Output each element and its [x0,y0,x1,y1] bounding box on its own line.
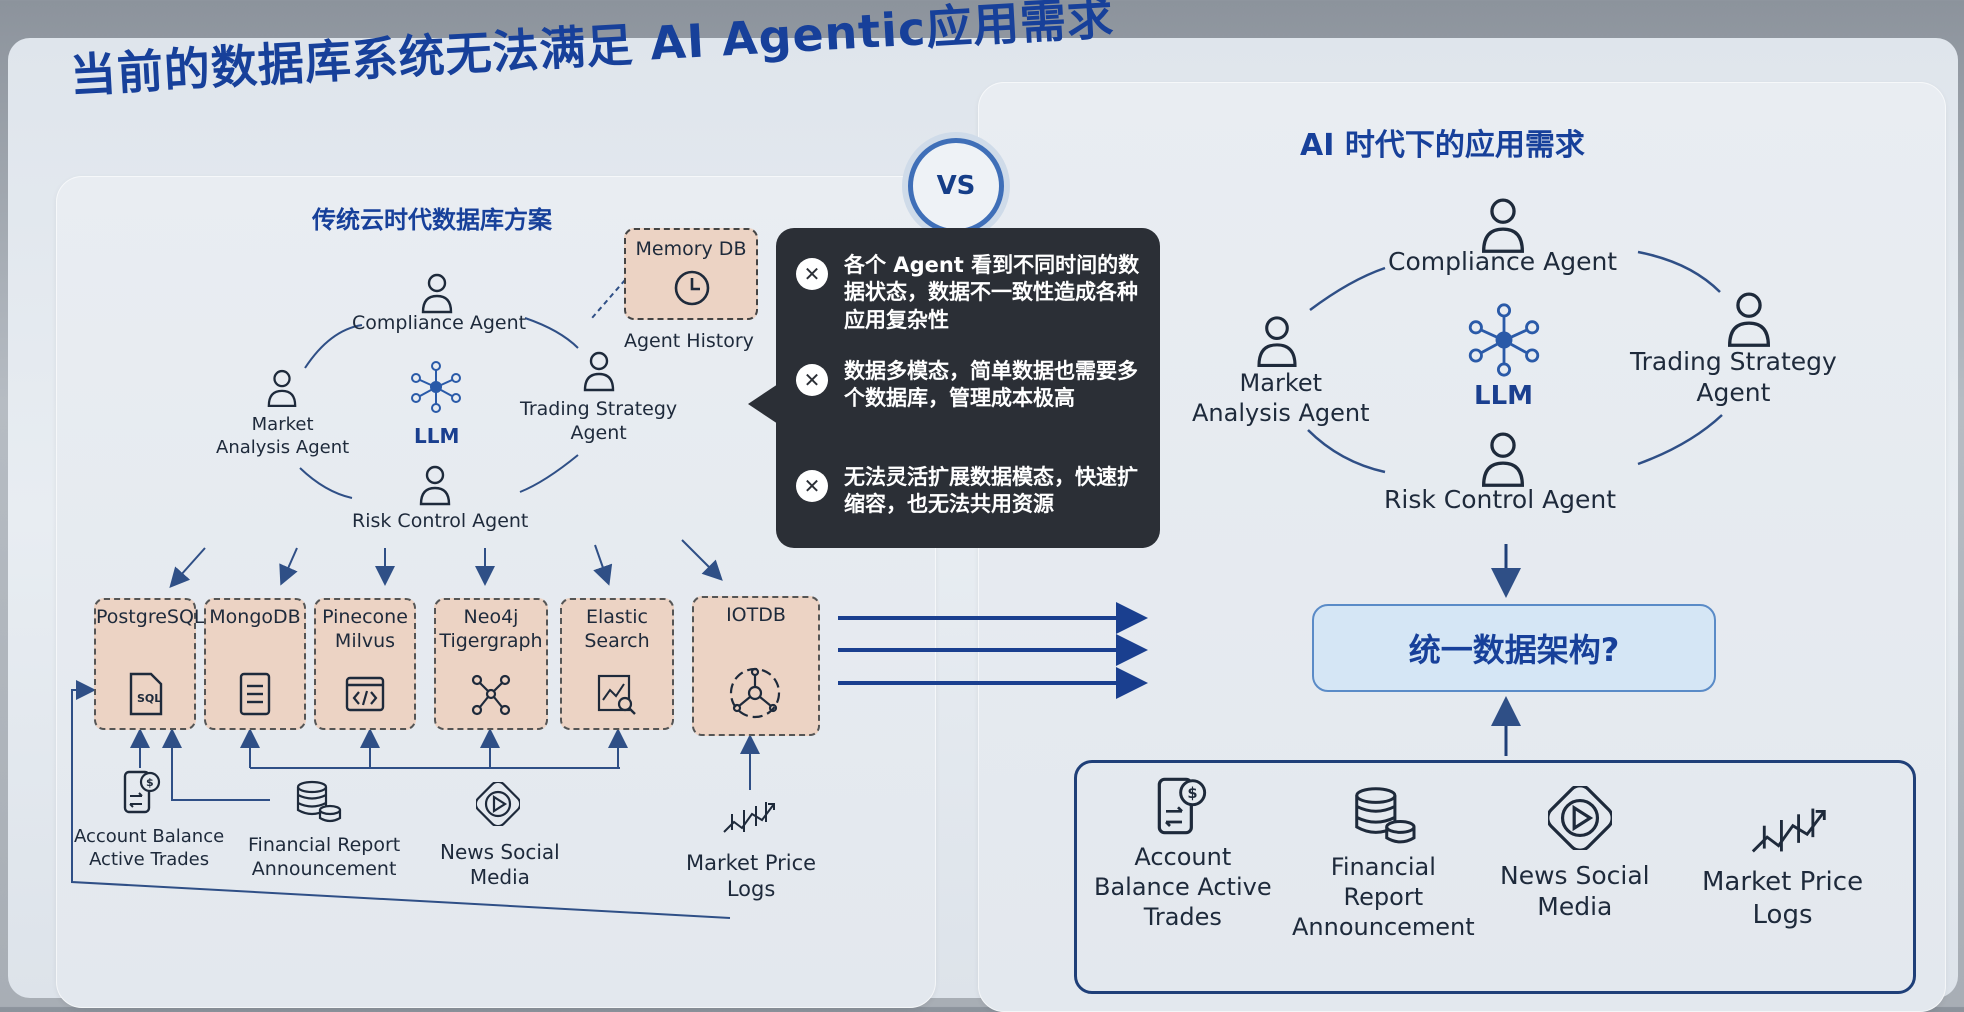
right-trading-agent-label: Trading Strategy Agent [1630,347,1837,408]
left-trading-agent-label: Trading Strategy Agent [520,398,678,444]
right-risk-agent-label: Risk Control Agent [1384,485,1617,514]
left-risk-agent-label: Risk Control Agent [352,510,529,532]
market-agent-icon [1257,316,1297,367]
chart-search-icon [597,674,636,715]
right-sources-box [1074,760,1916,994]
llm-network-icon [411,361,461,413]
database-stack-icon [296,780,342,823]
db-box-elastic-search: Elastic Search [560,598,674,730]
compliance-agent-icon [421,273,453,314]
unified-architecture-box: 统一数据架构? [1312,604,1716,692]
db-box-postgresql: PostgreSQL SQL [94,598,205,730]
left-source-account-label: Account Balance Active Trades [74,826,225,870]
memory-db-box: Memory DB [624,228,758,320]
trading-agent-icon [1728,292,1770,347]
svg-text:$: $ [1187,785,1197,802]
db-box-iotdb: IOTDB [692,596,820,736]
db-box-neo4j-tigergraph: Neo4j Tigergraph [434,598,548,730]
price-chart-icon [723,802,775,833]
issue-text: 各个 Agent 看到不同时间的数据状态，数据不一致性造成各种应用复杂性 [844,253,1140,332]
price-chart-icon [1751,808,1826,853]
iot-hub-icon [729,667,781,719]
right-llm-label: LLM [1474,381,1534,411]
account-icon: $ [123,770,161,814]
callout-pointer [748,384,778,424]
right-panel-title: AI 时代下的应用需求 [1300,128,1585,163]
db-name: MongoDB [209,606,301,628]
issue-text: 数据多模态，简单数据也需要多个数据库，管理成本极高 [844,359,1138,411]
x-circle-icon: ✕ [796,470,828,502]
play-media-icon [476,782,520,826]
right-source-news-label: News Social Media [1500,861,1650,922]
document-icon [239,672,271,716]
left-source-financial-label: Financial Report Announcement [248,834,401,880]
db-name: Neo4j Tigergraph [439,606,543,652]
left-market-agent-label: Market Analysis Agent [216,414,350,458]
db-box-mongodb: MongoDB [204,598,306,730]
db-name: Elastic Search [584,606,650,652]
account-icon: $ [1157,777,1207,835]
right-source-account-label: Account Balance Active Trades [1094,843,1272,931]
play-media-icon [1548,786,1612,850]
db-name: Pinecone Milvus [322,606,408,652]
right-source-market-label: Market Price Logs [1702,867,1864,930]
left-source-news-label: News Social Media [440,840,560,889]
issue-text: 无法灵活扩展数据模态，快速扩缩容，也无法共用资源 [844,465,1138,517]
sql-file-icon: SQL [129,672,163,716]
db-name: PostgreSQL [96,606,205,628]
right-market-agent-label: Market Analysis Agent [1192,369,1370,427]
x-circle-icon: ✕ [796,258,828,290]
compliance-agent-icon [1482,198,1524,253]
right-compliance-agent-label: Compliance Agent [1388,247,1618,276]
llm-network-icon [1468,303,1540,377]
risk-agent-icon [419,465,451,506]
clock-icon [674,270,710,306]
agent-history-label: Agent History [624,330,754,352]
left-panel-title: 传统云时代数据库方案 [312,206,552,234]
issues-callout: ✕ 各个 Agent 看到不同时间的数据状态，数据不一致性造成各种应用复杂性 ✕… [776,228,1160,548]
risk-agent-icon [1482,432,1524,487]
graph-icon [471,674,511,716]
memory-db-label: Memory DB [635,238,747,260]
x-circle-icon: ✕ [796,364,828,396]
db-box-pinecone-milvus: Pinecone Milvus [314,598,416,730]
vs-badge: VS [908,138,1004,234]
svg-text:$: $ [146,776,154,789]
db-name: IOTDB [726,604,786,626]
left-source-market-label: Market Price Logs [686,851,817,902]
left-llm-label: LLM [414,424,460,448]
code-window-icon [345,676,385,712]
left-compliance-agent-label: Compliance Agent [352,312,527,334]
database-stack-icon [1355,787,1416,844]
svg-text:SQL: SQL [137,692,161,705]
trading-agent-icon [583,351,615,392]
right-source-financial-label: Financial Report Announcement [1292,853,1475,941]
market-agent-icon [267,369,297,408]
